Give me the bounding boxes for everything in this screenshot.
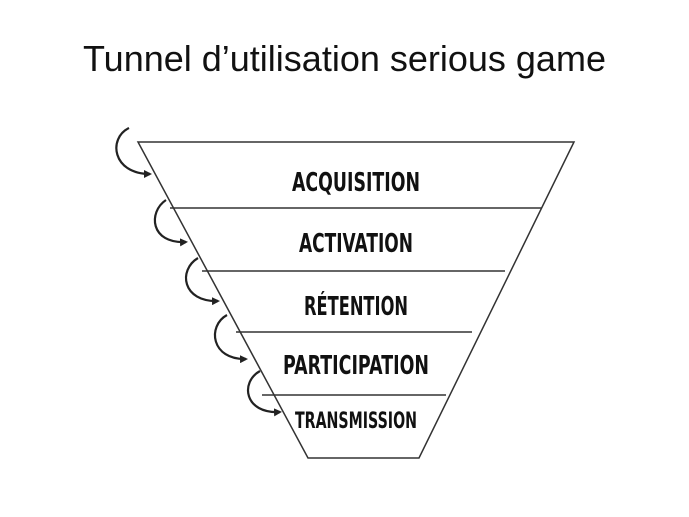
stage-label-activation: ACTIVATION [299, 229, 413, 259]
curved-arrow-icon [246, 370, 282, 417]
curved-arrow-icon [184, 257, 220, 306]
stage-label-participation: PARTICIPATION [283, 351, 429, 381]
curved-arrow-icon [213, 314, 248, 364]
curved-arrow-icon [153, 199, 188, 247]
stage-label-transmission: TRANSMISSION [295, 409, 417, 434]
slide-title: Tunnel d’utilisation serious game [83, 38, 606, 79]
stage-label-retention: RÉTENTION [304, 290, 408, 322]
funnel-outline [136, 141, 576, 459]
curved-arrow-icon [115, 127, 152, 178]
stage-label-acquisition: ACQUISITION [292, 168, 420, 198]
